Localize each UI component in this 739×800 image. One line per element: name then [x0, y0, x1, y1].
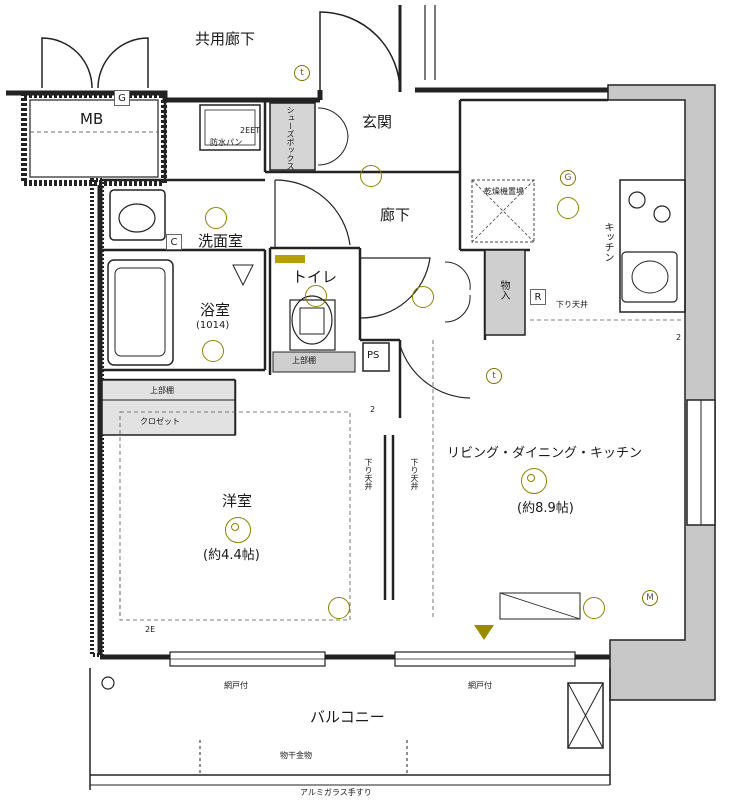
- label-ps: PS: [367, 350, 380, 361]
- light-icon-ldk: [521, 468, 547, 494]
- ldk-door: [399, 344, 471, 418]
- label-screen-ldk: 網戸付: [468, 681, 492, 690]
- building-core: [607, 84, 716, 701]
- symbol-g-kitchen: G: [560, 170, 576, 186]
- entrance-door: [319, 11, 401, 93]
- label-closet-upper: 上部棚: [150, 386, 174, 395]
- outlet-icon-ldk: [583, 597, 605, 619]
- dryer-space: [471, 179, 535, 243]
- vanity-sink: [109, 189, 166, 241]
- toilet-door: [274, 179, 351, 246]
- label-waterproof-pan: 防水パン: [210, 138, 243, 147]
- ps-box: [362, 342, 390, 372]
- label-hallway: 廊下: [380, 206, 411, 224]
- light-icon-kitchen: [557, 197, 579, 219]
- closet-band: [101, 379, 236, 436]
- light-icon-bathroom: [202, 340, 224, 362]
- label-bathroom-size: (1014): [196, 320, 230, 331]
- storage: [484, 249, 526, 336]
- interior-walls: [100, 98, 608, 600]
- symbol-2-western: 2: [370, 405, 376, 414]
- symbol-2eet: 2EET: [240, 126, 261, 135]
- label-ceiling-low-kitchen: 下り天井: [556, 300, 588, 309]
- symbol-c: C: [166, 234, 182, 250]
- light-icon-western: [225, 517, 251, 543]
- label-dryer-space: 乾燥機置場: [484, 187, 524, 196]
- outdoor-unit: [567, 682, 604, 749]
- label-mb: MB: [80, 110, 104, 128]
- label-balcony: バルコニー: [310, 708, 385, 726]
- label-storage: 物入: [498, 280, 509, 300]
- label-drying-hardware: 物干金物: [280, 751, 312, 760]
- light-icon-washroom: [205, 207, 227, 229]
- light-icon-hallway: [412, 286, 434, 308]
- light-icon-entrance: [360, 165, 382, 187]
- label-western-size: (約4.4帖): [203, 548, 260, 563]
- label-shared-corridor: 共用廊下: [195, 30, 256, 48]
- symbol-t-hall: t: [486, 368, 502, 384]
- label-bathroom: 浴室: [200, 301, 231, 319]
- label-toilet: トイレ: [292, 268, 338, 286]
- kitchen-counter: [619, 179, 686, 313]
- label-glass-rail: アルミガラス手すり: [300, 788, 372, 797]
- label-ceiling-low-ldk: 下り天井: [410, 458, 419, 490]
- waterproof-pan: [199, 104, 261, 151]
- label-closet: クロゼット: [140, 417, 180, 426]
- label-screen-western: 網戸付: [224, 681, 248, 690]
- label-kitchen: キッチン: [602, 222, 613, 262]
- label-entrance: 玄関: [362, 113, 393, 131]
- symbol-2-kitchen: 2: [676, 333, 682, 342]
- light-icon-toilet: [305, 285, 327, 307]
- bathtub: [107, 259, 174, 366]
- symbol-r: R: [530, 289, 546, 305]
- hall-door: [359, 257, 431, 319]
- shoe-box: [269, 102, 316, 171]
- label-ceiling-low-western: 下り天井: [364, 458, 373, 490]
- label-shoe-box: シューズボックス: [286, 106, 295, 170]
- left-wall-strip: [90, 178, 104, 657]
- dashed-ceiling-lines: [119, 319, 685, 621]
- triangle-marker: [474, 625, 494, 640]
- symbol-m: M: [642, 590, 658, 606]
- mb-enclosure: [21, 92, 167, 186]
- outlet-icon-western: [328, 597, 350, 619]
- symbol-g-mb: G: [114, 90, 130, 106]
- label-ldk: リビング・ダイニング・キッチン: [447, 446, 643, 461]
- symbol-t-entrance: t: [294, 65, 310, 81]
- symbol-2e: 2E: [145, 625, 156, 634]
- kitchen-cabinet: [499, 592, 581, 620]
- balcony-outline: [89, 668, 611, 790]
- label-storage-upper: 上部棚: [292, 356, 316, 365]
- label-washroom: 洗面室: [198, 232, 244, 250]
- label-western-room: 洋室: [222, 492, 253, 510]
- label-ldk-size: (約8.9帖): [517, 501, 574, 516]
